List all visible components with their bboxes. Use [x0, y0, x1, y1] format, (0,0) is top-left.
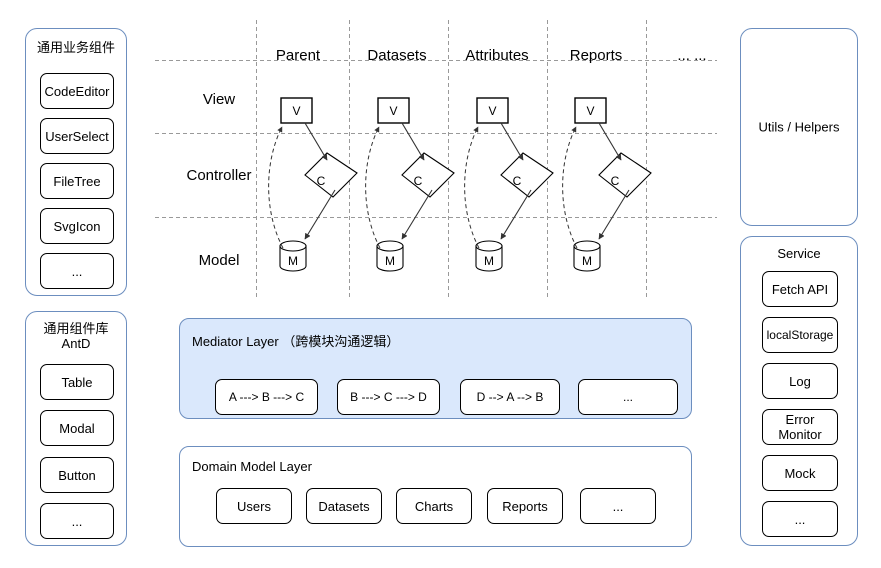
- mediator-layer-title: Mediator Layer （跨模块沟通逻辑）: [192, 334, 400, 349]
- panel-utils-helpers-title: Utils / Helpers: [758, 119, 840, 135]
- chip-business-more[interactable]: ...: [40, 253, 114, 289]
- chip-local-storage[interactable]: localStorage: [762, 317, 838, 353]
- chip-error-monitor[interactable]: Error Monitor: [762, 409, 838, 445]
- row-label-controller: Controller: [186, 167, 252, 184]
- chip-fetch-api[interactable]: Fetch API: [762, 271, 838, 307]
- panel-utils-helpers: Utils / Helpers: [740, 28, 858, 226]
- column-header-reports: Reports: [569, 47, 623, 64]
- domain-entity-charts[interactable]: Charts: [396, 488, 472, 524]
- domain-entity-more[interactable]: ...: [580, 488, 656, 524]
- svg-text:M: M: [582, 254, 592, 268]
- chip-button[interactable]: Button: [40, 457, 114, 493]
- mediator-layer: Mediator Layer （跨模块沟通逻辑） A ---> B ---> C…: [179, 318, 692, 419]
- row-label-view: View: [202, 91, 236, 108]
- chip-mock[interactable]: Mock: [762, 455, 838, 491]
- svg-text:M: M: [288, 254, 298, 268]
- mediator-flow-3[interactable]: D --> A --> B: [460, 379, 560, 415]
- panel-business-components: 通用业务组件 CodeEditor UserSelect FileTree Sv…: [25, 28, 127, 296]
- svg-text:C: C: [611, 174, 620, 188]
- mvc-grid: V C M V C M: [155, 20, 717, 298]
- chip-user-select[interactable]: UserSelect: [40, 118, 114, 154]
- row-label-model: Model: [198, 252, 240, 269]
- mvc-node-group-parent: V C M: [268, 97, 358, 272]
- mvc-node-group-datasets: V C M: [365, 97, 455, 272]
- domain-model-layer-title: Domain Model Layer: [192, 459, 312, 474]
- svg-text:C: C: [513, 174, 522, 188]
- chip-modal[interactable]: Modal: [40, 410, 114, 446]
- chip-service-more[interactable]: ...: [762, 501, 838, 537]
- chip-code-editor[interactable]: CodeEditor: [40, 73, 114, 109]
- chip-antd-more[interactable]: ...: [40, 503, 114, 539]
- svg-text:C: C: [414, 174, 423, 188]
- panel-service-title: Service: [777, 246, 821, 261]
- svg-text:V: V: [292, 104, 300, 118]
- svg-text:C: C: [317, 174, 326, 188]
- mvc-grid-graphics: V C M V C M: [155, 20, 717, 298]
- mvc-node-group-attributes: V C M: [464, 97, 554, 272]
- svg-text:V: V: [389, 104, 397, 118]
- column-header-attributes: Attributes: [465, 47, 529, 64]
- svg-text:V: V: [586, 104, 594, 118]
- mediator-flow-2[interactable]: B ---> C ---> D: [337, 379, 440, 415]
- panel-business-components-title: 通用业务组件: [36, 40, 115, 55]
- svg-text:V: V: [488, 104, 496, 118]
- svg-text:M: M: [385, 254, 395, 268]
- mediator-flow-more[interactable]: ...: [578, 379, 678, 415]
- panel-component-library-title: 通用组件库 AntD: [43, 321, 109, 351]
- domain-entity-reports[interactable]: Reports: [487, 488, 563, 524]
- domain-entity-datasets[interactable]: Datasets: [306, 488, 382, 524]
- panel-service: Service Fetch API localStorage Log Error…: [740, 236, 858, 546]
- chip-log[interactable]: Log: [762, 363, 838, 399]
- chip-table[interactable]: Table: [40, 364, 114, 400]
- column-header-parent: Parent: [275, 47, 321, 64]
- chip-file-tree[interactable]: FileTree: [40, 163, 114, 199]
- mediator-flow-1[interactable]: A ---> B ---> C: [215, 379, 318, 415]
- column-header-more: ... ...: [677, 47, 707, 64]
- column-header-datasets: Datasets: [367, 47, 427, 64]
- svg-text:M: M: [484, 254, 494, 268]
- domain-model-layer: Domain Model Layer Users Datasets Charts…: [179, 446, 692, 547]
- chip-svg-icon[interactable]: SvgIcon: [40, 208, 114, 244]
- panel-component-library: 通用组件库 AntD Table Modal Button ...: [25, 311, 127, 546]
- domain-entity-users[interactable]: Users: [216, 488, 292, 524]
- mvc-node-group-reports: V C M: [562, 97, 652, 272]
